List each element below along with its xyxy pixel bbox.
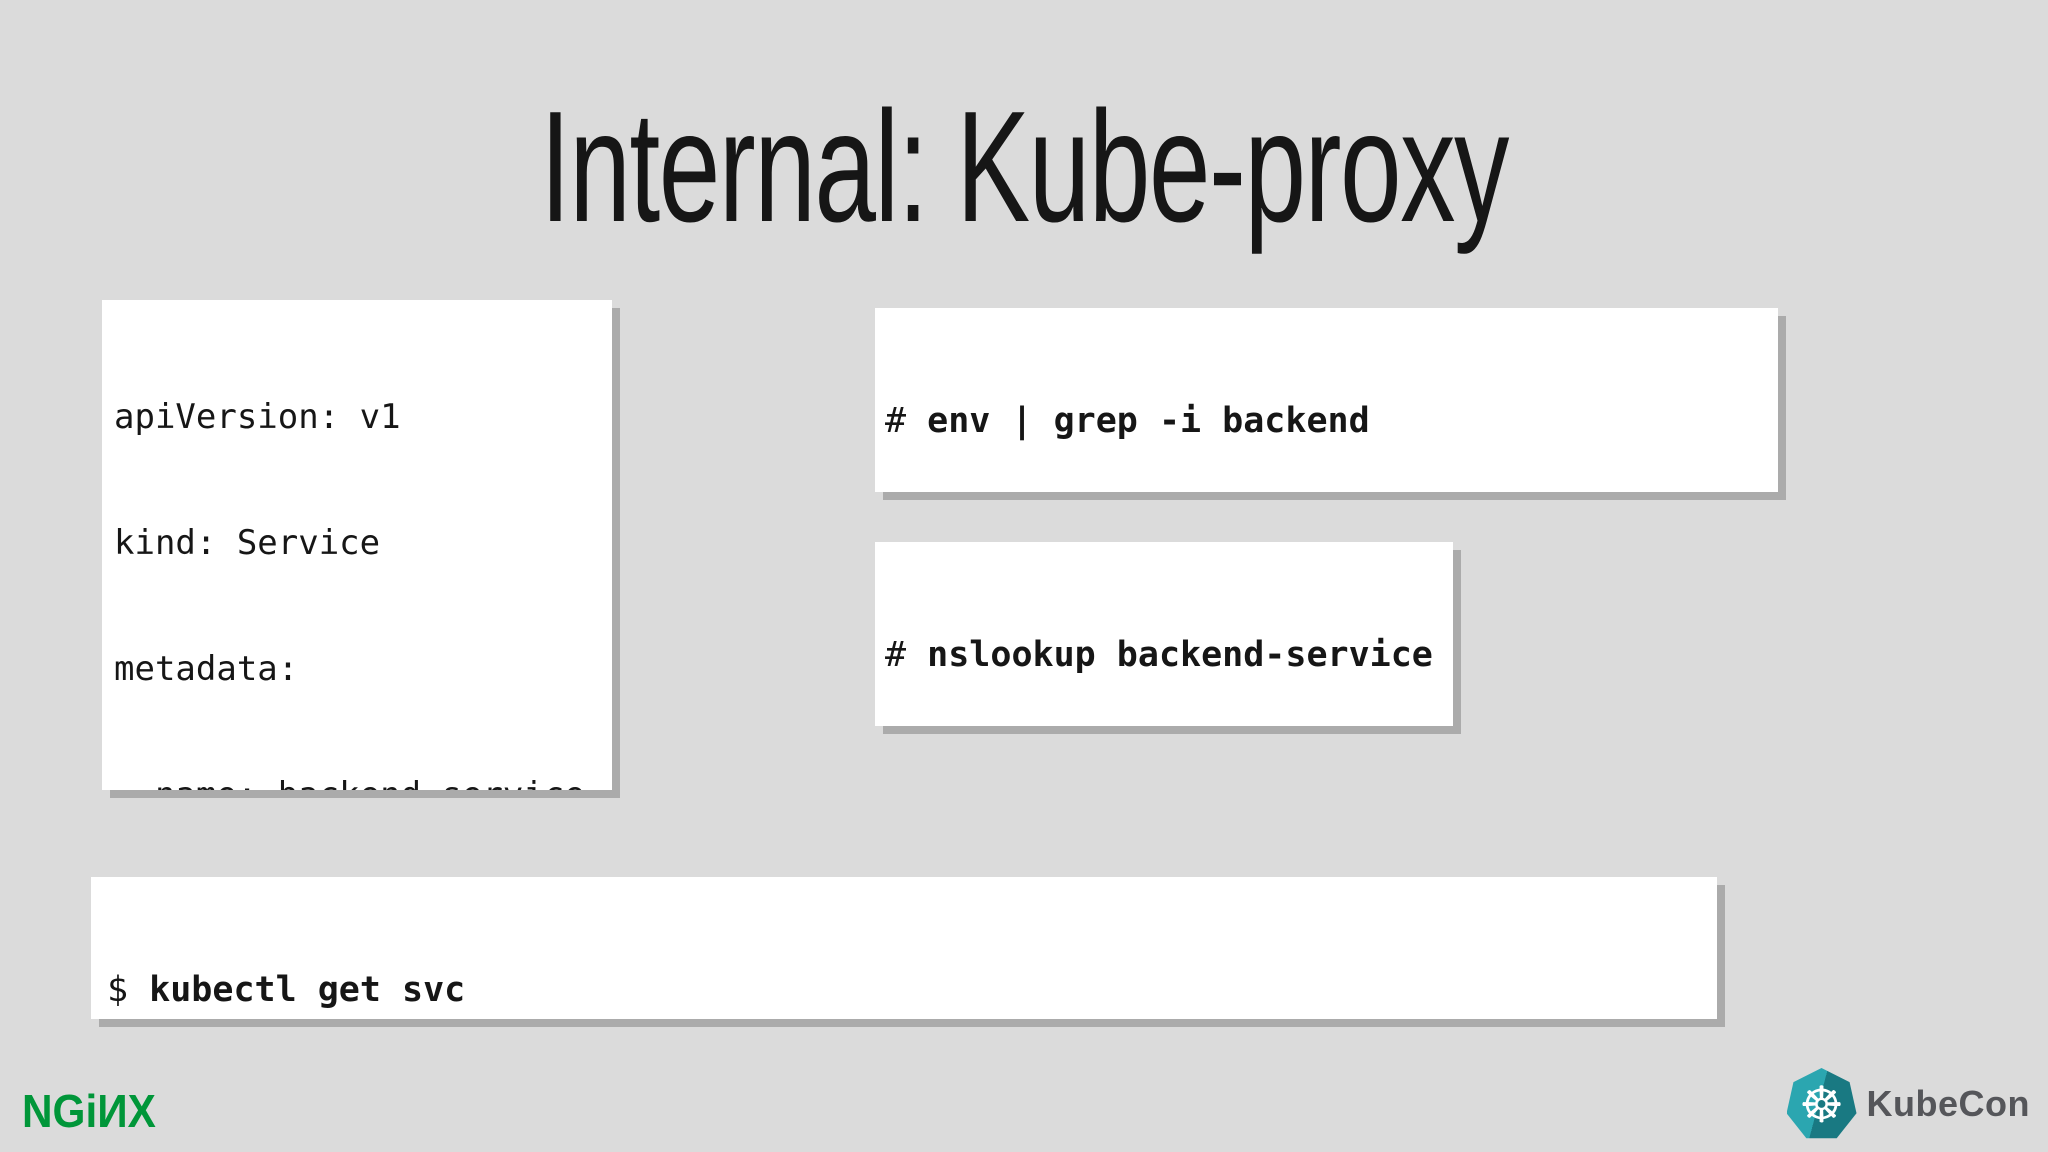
- yaml-service-code-box: apiVersion: v1 kind: Service metadata: n…: [102, 300, 612, 790]
- kubernetes-heptagon-icon: ☸: [1786, 1068, 1857, 1139]
- shell-prompt: #: [885, 635, 928, 675]
- code-line: metadata:: [114, 649, 299, 689]
- helm-wheel-icon: ☸: [1799, 1076, 1844, 1134]
- kubectl-get-svc-code-box: $ kubectl get svc NAME CLUSTER_IP EXTERN…: [91, 877, 1717, 1019]
- code-line: kind: Service: [114, 523, 381, 563]
- nslookup-code-box: # nslookup backend-service … Name: backe…: [875, 542, 1453, 726]
- command-line: # env | grep -i backend: [885, 400, 1778, 442]
- env-grep-code-box: # env | grep -i backend BACKEND_SERVICE_…: [875, 308, 1778, 492]
- shell-command: env | grep -i backend: [927, 401, 1370, 441]
- kubecon-logo: ☸ KubeCon: [1786, 1068, 2030, 1140]
- slide-title: Internal: Kube-proxy: [540, 79, 1509, 255]
- code-line: apiVersion: v1: [114, 397, 401, 437]
- command-line: # nslookup backend-service: [885, 634, 1453, 676]
- shell-prompt: #: [885, 401, 928, 441]
- shell-command: kubectl get svc: [149, 970, 466, 1010]
- shell-command: nslookup backend-service: [927, 635, 1433, 675]
- kubecon-label: KubeCon: [1866, 1083, 2030, 1124]
- code-line: name: backend-service: [114, 774, 612, 790]
- nginx-logo: NGiИX: [22, 1085, 156, 1137]
- command-line: $ kubectl get svc: [107, 969, 1717, 1011]
- shell-prompt: $: [107, 970, 150, 1010]
